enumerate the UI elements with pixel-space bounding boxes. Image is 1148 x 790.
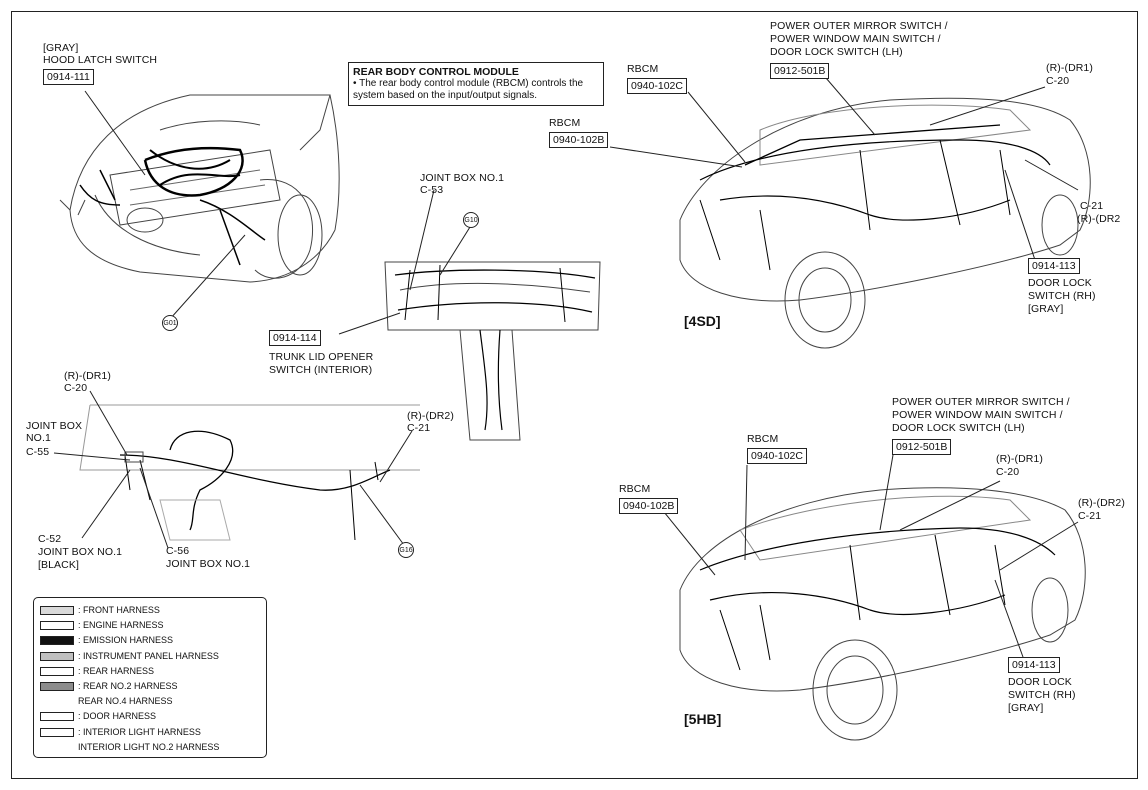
sd-switch-label-1: POWER OUTER MIRROR SWITCH / (770, 20, 948, 32)
floor-harness-drawing (79, 404, 420, 541)
sd-rbcm-code-b: 0940-102B (549, 132, 609, 148)
legend-label: : DOOR HARNESS (78, 711, 157, 722)
legend-item: : FRONT HARNESS (40, 603, 260, 618)
legend-item: REAR NO.4 HARNESS (40, 694, 260, 709)
hb-rbcm-label-a: RBCM (747, 433, 779, 445)
hb-door-lock-label-3: [GRAY] (1008, 702, 1044, 714)
legend-label: : REAR HARNESS (78, 665, 155, 676)
ground-g16: G16 (398, 542, 414, 558)
trunk-opener-label-1: TRUNK LID OPENER (269, 351, 374, 363)
hb-c21-label: C-21 (1078, 510, 1102, 522)
hb-switch-label-1: POWER OUTER MIRROR SWITCH / (892, 396, 1070, 408)
ground-g10: G10 (463, 212, 479, 228)
legend-label: : EMISSION HARNESS (78, 635, 174, 646)
floor-c20-label: C-20 (64, 382, 88, 394)
legend-swatch (40, 681, 74, 691)
legend-item: INTERIOR LIGHT NO.2 HARNESS (40, 740, 260, 755)
floor-c52-label: C-52 (38, 533, 62, 545)
sd-switch-code: 0912-501B (770, 63, 830, 79)
legend-swatch (40, 712, 74, 722)
legend-swatch (40, 727, 74, 737)
sd-c20-label: C-20 (1046, 75, 1070, 87)
sd-switch-label-2: POWER WINDOW MAIN SWITCH / (770, 33, 941, 45)
legend-label: : INTERIOR LIGHT HARNESS (78, 726, 201, 737)
hb-rbcm-code-a: 0940-102C (747, 448, 807, 464)
sd-door-lock-label-2: SWITCH (RH) (1028, 290, 1096, 302)
hood-latch-code: 0914-111 (43, 69, 94, 85)
legend-label: : REAR NO.2 HARNESS (78, 680, 178, 691)
floor-c52-color: [BLACK] (38, 559, 79, 571)
trunk-opener-label-2: SWITCH (INTERIOR) (269, 364, 373, 376)
hood-latch-color: [GRAY] (43, 42, 79, 54)
engine-bay-drawing (59, 94, 340, 283)
dash-joint-box-connector: C-53 (420, 184, 444, 196)
legend-label: INTERIOR LIGHT NO.2 HARNESS (78, 741, 220, 752)
floor-joint-box-label-1: JOINT BOX (26, 420, 83, 432)
hb-rbcm-code-b: 0940-102B (619, 498, 679, 514)
floor-c55-label: C-55 (26, 446, 50, 458)
legend-item: : ENGINE HARNESS (40, 618, 260, 633)
sd-dr2-label: (R)-(DR2 (1077, 213, 1121, 225)
sd-door-lock-label-1: DOOR LOCK (1028, 277, 1092, 289)
sd-c21-label: C-21 (1080, 200, 1104, 212)
trunk-opener-code: 0914-114 (269, 330, 321, 346)
legend-label: : FRONT HARNESS (78, 605, 160, 615)
diagram-frame (11, 11, 1138, 779)
hatchback-drawing (679, 487, 1086, 741)
rbcm-note-description: • The rear body control module (RBCM) co… (353, 78, 584, 101)
floor-c56-label: C-56 (166, 545, 190, 557)
legend-item: : INTERIOR LIGHT HARNESS (40, 725, 260, 740)
harness-legend: : FRONT HARNESS : ENGINE HARNESS : EMISSIO… (33, 597, 267, 758)
legend-swatch (40, 606, 74, 615)
rbcm-note-box: REAR BODY CONTROL MODULE • The rear body… (348, 62, 604, 106)
sd-door-lock-label-3: [GRAY] (1028, 303, 1064, 315)
legend-item: : INSTRUMENT PANEL HARNESS (40, 649, 260, 664)
legend-swatch (40, 636, 74, 646)
hb-door-lock-label-1: DOOR LOCK (1008, 676, 1072, 688)
hb-dr2-label: (R)-(DR2) (1078, 497, 1125, 509)
sd-rbcm-label-b: RBCM (549, 117, 581, 129)
legend-swatch (40, 621, 74, 631)
hb-variant-label: [5HB] (684, 711, 722, 727)
sd-switch-label-3: DOOR LOCK SWITCH (LH) (770, 46, 903, 58)
sd-variant-label: [4SD] (684, 313, 721, 329)
sd-rbcm-label-a: RBCM (627, 63, 659, 75)
legend-item: : EMISSION HARNESS (40, 633, 260, 648)
legend-label: : INSTRUMENT PANEL HARNESS (78, 650, 219, 661)
sd-rbcm-code-a: 0940-102C (627, 78, 687, 94)
floor-c21-label: C-21 (407, 422, 431, 434)
sd-door-lock-code: 0914-113 (1028, 258, 1080, 274)
dashboard-drawing (384, 261, 601, 441)
floor-dr1-label: (R)-(DR1) (64, 370, 111, 382)
ground-g01: G01 (162, 315, 178, 331)
floor-joint-box-label-2: NO.1 (26, 432, 51, 444)
hb-rbcm-label-b: RBCM (619, 483, 651, 495)
hb-dr1-label: (R)-(DR1) (996, 453, 1043, 465)
sd-dr1-label: (R)-(DR1) (1046, 62, 1093, 74)
hb-door-lock-code: 0914-113 (1008, 657, 1060, 673)
legend-label: REAR NO.4 HARNESS (78, 696, 173, 707)
legend-item: : DOOR HARNESS (40, 709, 260, 724)
hb-switch-label-3: DOOR LOCK SWITCH (LH) (892, 422, 1025, 434)
hb-door-lock-label-2: SWITCH (RH) (1008, 689, 1076, 701)
legend-swatch (40, 666, 74, 676)
legend-label: : ENGINE HARNESS (78, 620, 164, 631)
hb-c20-label: C-20 (996, 466, 1020, 478)
rbcm-note-title: REAR BODY CONTROL MODULE (353, 66, 519, 78)
floor-c56-name: JOINT BOX NO.1 (166, 558, 251, 570)
hb-switch-code: 0912-501B (892, 439, 952, 455)
floor-dr2-label: (R)-(DR2) (407, 410, 454, 422)
hb-switch-label-2: POWER WINDOW MAIN SWITCH / (892, 409, 1063, 421)
dash-joint-box-label: JOINT BOX NO.1 (420, 172, 505, 184)
hood-latch-label: HOOD LATCH SWITCH (43, 54, 158, 66)
floor-c52-name: JOINT BOX NO.1 (38, 546, 123, 558)
sedan-drawing (679, 97, 1091, 349)
legend-item: : REAR NO.2 HARNESS (40, 679, 260, 694)
legend-item: : REAR HARNESS (40, 664, 260, 679)
legend-swatch (40, 651, 74, 661)
